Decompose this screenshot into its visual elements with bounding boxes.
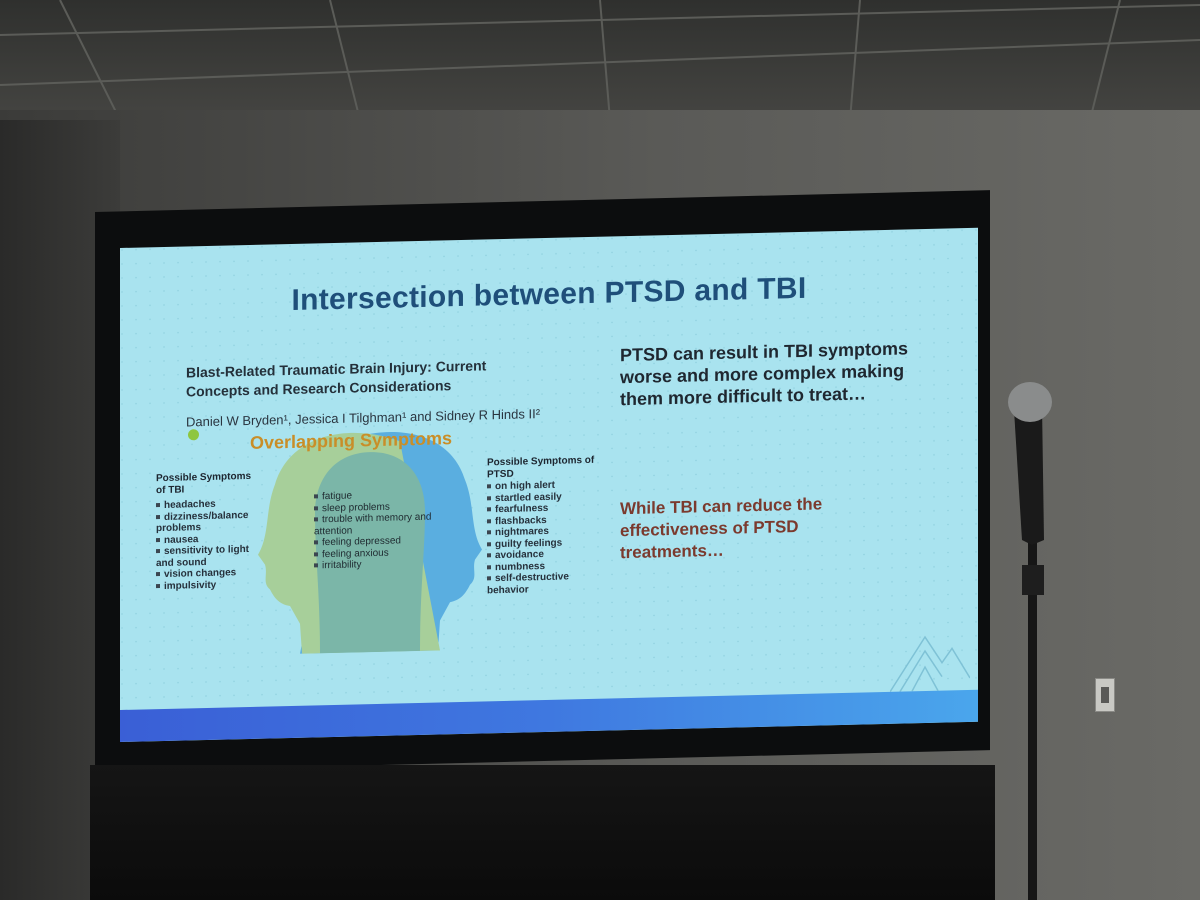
bullet-icon — [487, 484, 491, 489]
ptsd-symptoms-heading: Possible Symptoms of PTSD — [487, 454, 595, 481]
bullet-icon — [314, 494, 318, 499]
microphone-stand — [1008, 382, 1052, 900]
bullet-icon — [487, 565, 491, 570]
bullet-icon — [156, 537, 160, 543]
bullet-icon — [487, 576, 491, 581]
bullet-icon — [487, 553, 491, 558]
presentation-slide: Intersection between PTSD and TBI Blast-… — [120, 227, 978, 743]
ptsd-symptoms-list: on high alert startled easily fearfulnes… — [487, 479, 597, 597]
bullet-icon — [156, 572, 160, 577]
list-item: sensitivity to light and sound — [156, 543, 250, 569]
bullet-icon — [314, 506, 318, 511]
overlapping-symptoms-list: fatigue sleep problems trouble with memo… — [314, 489, 434, 572]
mountain-logo-icon — [890, 635, 970, 692]
orcid-icon — [188, 429, 199, 441]
stand-pole — [1028, 530, 1037, 900]
bullet-icon — [156, 583, 160, 589]
bullet-icon — [156, 514, 160, 520]
list-item: trouble with memory and attention — [314, 511, 432, 537]
switch-toggle — [1101, 687, 1109, 703]
bullet-icon — [314, 563, 318, 568]
mic-body — [1014, 405, 1044, 545]
paper-title: Blast-Related Traumatic Brain Injury: Cu… — [186, 357, 487, 400]
bullet-icon — [487, 507, 491, 512]
bullet-icon — [156, 549, 160, 554]
bullet-icon — [156, 503, 160, 508]
tbi-reduces-ptsd-treatment-point: While TBI can reduce the effectiveness o… — [620, 494, 823, 563]
bullet-icon — [487, 542, 491, 547]
microphone-grille-icon — [1008, 382, 1052, 422]
bullet-icon — [314, 540, 318, 545]
projector-screen-skirt — [90, 765, 995, 900]
tbi-symptoms-heading: Possible Symptoms of TBI — [156, 470, 252, 497]
stand-clamp — [1022, 565, 1044, 595]
wall-light-switch — [1095, 678, 1115, 712]
bullet-icon — [487, 519, 491, 524]
overlapping-heads-illustration — [258, 432, 482, 654]
bullet-icon — [314, 517, 318, 522]
overlap-region — [315, 452, 425, 654]
bullet-icon — [314, 552, 318, 557]
tbi-symptoms-list: headaches dizziness/balance problems nau… — [156, 498, 266, 593]
bullet-icon — [487, 530, 491, 535]
ceiling — [0, 0, 1200, 120]
list-item: self-destructive behavior — [487, 571, 569, 596]
ceiling-tiles — [0, 0, 1200, 120]
list-item: dizziness/balance problems — [156, 509, 249, 535]
ptsd-worsens-tbi-point: PTSD can result in TBI symptoms worse an… — [620, 338, 909, 410]
bullet-icon — [487, 496, 491, 501]
